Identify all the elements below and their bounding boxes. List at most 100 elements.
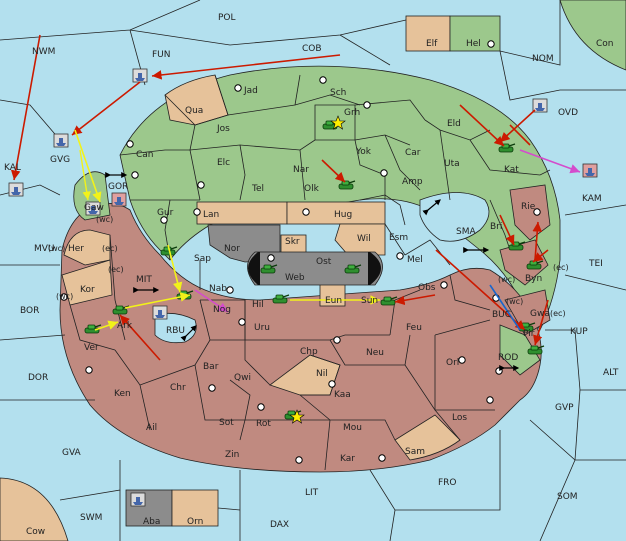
land-label-sun: Sun <box>361 296 378 306</box>
region-pir[interactable] <box>499 324 541 376</box>
fleet-gvg <box>53 133 69 148</box>
land-label-lan: Lan <box>203 210 219 220</box>
adjacency-arrows <box>105 172 520 371</box>
land-label-gaw: Gaw <box>84 203 104 213</box>
land-label-ost: Ost <box>316 257 332 267</box>
sea-label-kal: KAL <box>4 163 21 173</box>
land-label-nab: Nab <box>209 284 227 294</box>
land-label-gwa: Gwa <box>530 309 550 319</box>
land-label-kar: Kar <box>340 454 355 464</box>
region-web-ost[interactable] <box>247 251 383 286</box>
region-gaw[interactable] <box>73 171 111 221</box>
land-label-los: Los <box>452 413 467 423</box>
sea-label-gvg: GVG <box>50 155 70 165</box>
sea-label-bor: BOR <box>20 306 39 316</box>
land-label-sch: Sch <box>330 88 346 98</box>
coast-label-kor-ec: (ec) <box>108 265 124 274</box>
land-label-obs: Obs <box>418 283 436 293</box>
oval-right-cap <box>368 252 381 285</box>
land-label-pir: Pir <box>523 329 535 339</box>
land-label-ken: Ken <box>114 389 131 399</box>
province-borders <box>69 74 551 471</box>
region-kor[interactable] <box>61 259 113 306</box>
land-label-uru: Uru <box>254 323 270 333</box>
land-label-ark: Ark <box>117 321 133 331</box>
fleet-gor <box>111 192 127 207</box>
sea-label-rbu: RBU <box>166 326 185 336</box>
sea-label-cob: COB <box>302 44 322 54</box>
land-label-nar: Nar <box>293 165 309 175</box>
land-label-kor: Kor <box>80 285 95 295</box>
land-label-wil: Wil <box>357 234 371 244</box>
region-her[interactable] <box>63 229 111 266</box>
fleet-rbu <box>152 305 168 320</box>
fleet-ovd <box>532 98 548 113</box>
land-label-ail: Ail <box>146 423 157 433</box>
land-label-elf: Elf <box>426 39 438 49</box>
sea-label-nwm: NWM <box>32 47 55 57</box>
land-label-nog: Nog <box>213 305 231 315</box>
sea-label-swm: SWM <box>80 513 102 523</box>
sea-label-dax: DAX <box>270 520 289 530</box>
land-label-zin: Zin <box>225 450 239 460</box>
coast-label-her-ec: (ec) <box>102 244 118 253</box>
coast-label-gwa-wc: (wc) <box>506 297 523 306</box>
land-label-sam: Sam <box>405 447 425 457</box>
land-label-eun: Eun <box>325 296 342 306</box>
coast-label-byn-wc: (wc) <box>498 275 515 284</box>
land-label-yok: Yok <box>355 147 372 157</box>
land-label-mou: Mou <box>343 423 362 433</box>
sea-label-fun: FUN <box>152 50 171 60</box>
land-label-can: Can <box>136 150 154 160</box>
sea-label-buc: BUC <box>492 310 511 320</box>
land-label-con: Con <box>596 39 614 49</box>
sea-label-fro: FRO <box>438 478 457 488</box>
order-arrows <box>10 34 581 361</box>
land-label-kat: Kat <box>504 165 519 175</box>
coast-label-gor-wc: (wc) <box>96 215 113 224</box>
land-label-sap: Sap <box>194 254 211 264</box>
coast-labels: (wc) (wc) (ec) (ec) (wc) (wc) (ec) (wc) … <box>48 215 569 318</box>
land-label-chp: Chp <box>300 347 318 357</box>
land-label-feu: Feu <box>406 323 422 333</box>
land-label-olk: Olk <box>304 184 320 194</box>
land-label-hil: Hil <box>252 300 264 310</box>
sea-label-ovd: OVD <box>558 108 578 118</box>
land-label-bri: Bri <box>490 222 502 232</box>
land-label-esm: Esm <box>389 233 408 243</box>
sea-label-dor: DOR <box>28 373 48 383</box>
sea-labels: POL NWM FUN COB NOM OVD KAL GVG GOR KAM … <box>4 13 619 530</box>
coast-label-kor-wc: (wc) <box>56 292 73 301</box>
sea-label-alt: ALT <box>603 368 619 378</box>
region-hug[interactable] <box>286 201 386 225</box>
sea-label-gvp: GVP <box>555 403 574 413</box>
land-label-cow: Cow <box>26 527 45 537</box>
fleet-aba <box>130 492 146 507</box>
land-label-orl: Orl <box>446 358 459 368</box>
land-label-gur: Gur <box>157 208 174 218</box>
sea-label-pol: POL <box>218 13 236 23</box>
land-label-tel: Tel <box>251 184 264 194</box>
land-label-hug: Hug <box>334 210 352 220</box>
fleet-kal <box>8 182 24 197</box>
land-label-nil: Nil <box>316 369 328 379</box>
land-label-neu: Neu <box>366 348 384 358</box>
land-label-bar: Bar <box>203 362 219 372</box>
coast-label-gwa-ec: (ec) <box>550 309 566 318</box>
region-orn[interactable] <box>171 489 219 527</box>
land-label-web: Web <box>285 273 305 283</box>
sea-label-nom: NOM <box>532 54 554 64</box>
sea-label-rod: ROD <box>498 353 518 363</box>
sea-label-lit: LIT <box>305 488 319 498</box>
land-label-uta: Uta <box>444 159 460 169</box>
land-label-rie: Rie <box>521 202 536 212</box>
land-label-jad: Jad <box>243 86 258 96</box>
land-label-jos: Jos <box>216 124 230 134</box>
land-label-kaa: Kaa <box>334 390 351 400</box>
land-labels: Elf Hel Con Cow Aba Orn Jad Sch Qua Jos … <box>26 39 614 537</box>
sea-label-mvu: MVU <box>34 244 55 254</box>
land-label-orn: Orn <box>187 517 203 527</box>
